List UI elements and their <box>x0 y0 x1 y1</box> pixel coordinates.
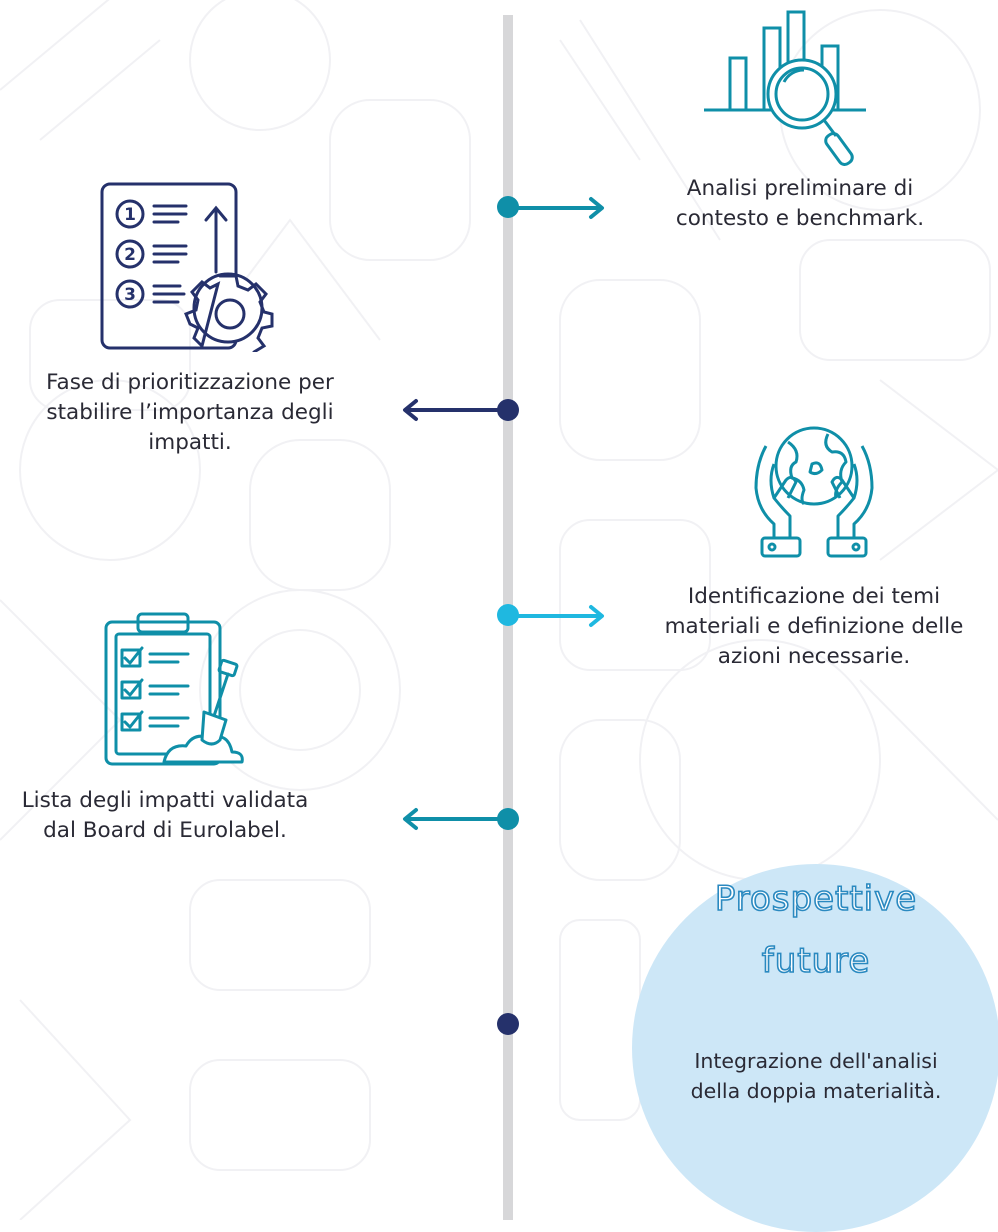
step-1-line-2: contesto e benchmark. <box>675 206 925 231</box>
clipboard-checklist-shovel-icon <box>104 612 244 766</box>
hands-globe-icon <box>754 426 874 558</box>
step-3-text: Identificazione dei temi materiali e def… <box>630 582 998 672</box>
step-1-line-1: Analisi preliminare di <box>686 176 914 201</box>
step-2-text: Fase di prioritizzazione per stabilire l… <box>10 368 370 458</box>
step-2-line-2: stabilire l’importanza degli <box>46 400 334 425</box>
step-1-text: Analisi preliminare di contesto e benchm… <box>630 174 970 234</box>
timeline-node-future <box>497 1013 519 1035</box>
bar-chart-magnifier-icon <box>704 10 866 166</box>
arrow-right-icon <box>515 605 604 627</box>
svg-text:3: 3 <box>124 285 136 305</box>
step-3-line-3: azioni necessarie. <box>717 644 911 669</box>
step-2-line-1: Fase di prioritizzazione per <box>46 370 334 395</box>
step-4-text: Lista degli impatti validata dal Board d… <box>0 786 330 846</box>
future-title: Prospettive future <box>632 868 998 992</box>
timeline-node-1 <box>497 196 519 218</box>
future-desc-line-2: della doppia materialità. <box>690 1079 942 1103</box>
step-3-line-1: Identificazione dei temi <box>687 584 941 609</box>
arrow-left-icon <box>403 399 500 421</box>
step-4-line-2: dal Board di Eurolabel. <box>43 818 287 843</box>
future-title-line-1: Prospettive <box>714 878 918 920</box>
step-4-line-1: Lista degli impatti validata <box>21 788 309 813</box>
arrow-right-icon <box>515 197 604 219</box>
priority-list-gear-icon: 1 2 3 <box>100 182 274 352</box>
future-desc-line-1: Integrazione dell'analisi <box>694 1049 938 1073</box>
step-3-line-2: materiali e definizione delle <box>664 614 964 639</box>
timeline-node-3 <box>497 604 519 626</box>
timeline-node-4 <box>497 808 519 830</box>
timeline-node-2 <box>497 399 519 421</box>
svg-text:2: 2 <box>124 245 136 265</box>
future-title-line-2: future <box>761 940 871 982</box>
future-description: Integrazione dell'analisi della doppia m… <box>632 1046 998 1106</box>
step-2-line-3: impatti. <box>148 430 232 455</box>
arrow-left-icon <box>403 808 500 830</box>
svg-text:1: 1 <box>124 205 136 225</box>
future-circle <box>632 864 998 1232</box>
